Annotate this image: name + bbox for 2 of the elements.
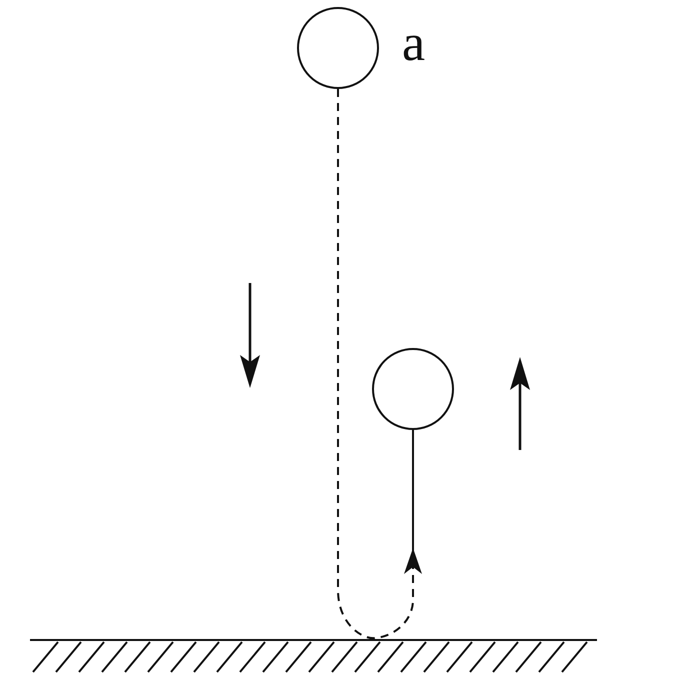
ball-label: a	[402, 18, 426, 70]
trajectory-arrow	[337, 89, 422, 639]
